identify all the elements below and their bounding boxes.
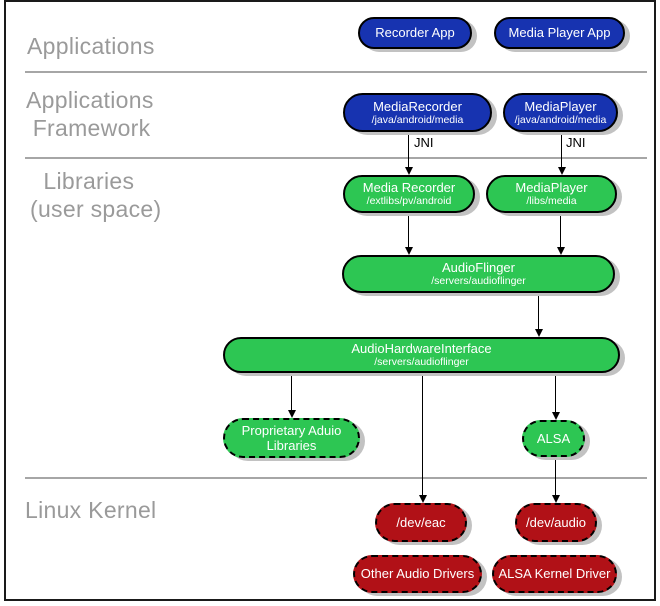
node-subtitle: /servers/audioflinger bbox=[374, 356, 469, 369]
node-title: Recorder App bbox=[375, 25, 455, 41]
node-subtitle: /java/android/media bbox=[514, 113, 607, 126]
node-title: ALSA Kernel Driver bbox=[498, 566, 611, 582]
mediaplayer-to-audioflinger-arrowhead-icon bbox=[556, 247, 565, 255]
mediaplayer-to-audioflinger-line bbox=[560, 213, 561, 249]
mediarecorder-to-audioflinger-arrowhead-icon bbox=[404, 247, 413, 255]
ahi-to-alsa bbox=[551, 373, 560, 420]
ahi-to-dev-eac-arrowhead-icon bbox=[418, 495, 427, 503]
layer-label-applications-framework: Applications Framework bbox=[26, 87, 154, 141]
node-subtitle: /java/android/media bbox=[371, 113, 464, 126]
node-title: Media Recorder bbox=[362, 180, 456, 196]
audioflinger-to-ahi-line bbox=[538, 293, 539, 331]
node-title: AudioFlinger bbox=[442, 260, 515, 276]
node-alsa-kernel-driver: ALSA Kernel Driver bbox=[492, 555, 617, 593]
mediaplayer-jni-arrow-arrowhead-icon bbox=[557, 167, 566, 175]
mediaplayer-to-audioflinger bbox=[556, 213, 565, 255]
node-media-recorder-library: Media Recorder/extlibs/pv/android bbox=[343, 175, 475, 213]
layer-divider-kernel bbox=[25, 477, 647, 479]
node-title: MediaPlayer bbox=[515, 180, 588, 196]
node-title: Proprietary Aduio bbox=[241, 423, 342, 439]
node-title: /dev/audio bbox=[526, 514, 586, 530]
ahi-to-alsa-arrowhead-icon bbox=[551, 412, 560, 420]
node-subtitle: /servers/audioflinger bbox=[431, 275, 526, 288]
mediarecorder-jni-arrow bbox=[404, 132, 413, 175]
alsa-to-dev-audio bbox=[551, 457, 560, 503]
ahi-to-alsa-line bbox=[555, 373, 556, 414]
ahi-to-proprietary bbox=[287, 373, 296, 418]
node-title-line2: Libraries bbox=[266, 437, 317, 453]
node-media-player-app: Media Player App bbox=[494, 17, 625, 49]
mediarecorder-to-audioflinger-line bbox=[408, 213, 409, 249]
audioflinger-to-ahi-arrowhead-icon bbox=[534, 329, 543, 337]
ahi-to-proprietary-line bbox=[291, 373, 292, 412]
mediaplayer-jni-arrow bbox=[557, 132, 566, 175]
node-dev-audio: /dev/audio bbox=[515, 503, 597, 542]
node-mediarecorder-framework: MediaRecorder/java/android/media bbox=[343, 93, 492, 132]
node-title: AudioHardwareInterface bbox=[351, 341, 492, 357]
alsa-to-dev-audio-arrowhead-icon bbox=[551, 495, 560, 503]
node-title: MediaPlayer bbox=[524, 98, 597, 114]
ahi-to-dev-eac bbox=[418, 373, 427, 503]
layer-label-linux-kernel: Linux Kernel bbox=[25, 497, 157, 523]
layer-divider-applications bbox=[25, 71, 647, 73]
node-subtitle: /extlibs/pv/android bbox=[366, 195, 452, 208]
layer-divider-framework bbox=[25, 157, 647, 159]
node-alsa: ALSA bbox=[522, 420, 585, 457]
node-title: ALSA bbox=[536, 430, 571, 446]
mediarecorder-to-audioflinger bbox=[404, 213, 413, 255]
node-title: Other Audio Drivers bbox=[360, 566, 475, 582]
layer-label-libraries-user-space: Libraries (user space) bbox=[30, 168, 162, 222]
node-dev-eac: /dev/eac bbox=[375, 503, 467, 542]
node-subtitle: /libs/media bbox=[526, 195, 577, 208]
jni-label-right: JNI bbox=[566, 135, 586, 150]
jni-label-left: JNI bbox=[414, 135, 434, 150]
node-recorder-app: Recorder App bbox=[358, 17, 472, 49]
mediarecorder-jni-arrow-arrowhead-icon bbox=[404, 167, 413, 175]
node-other-audio-drivers: Other Audio Drivers bbox=[353, 555, 482, 593]
mediarecorder-jni-arrow-line bbox=[408, 132, 409, 169]
node-mediaplayer-framework: MediaPlayer/java/android/media bbox=[503, 93, 618, 132]
node-title: Media Player App bbox=[508, 25, 611, 41]
ahi-to-dev-eac-line bbox=[422, 373, 423, 497]
ahi-to-proprietary-arrowhead-icon bbox=[287, 410, 296, 418]
alsa-to-dev-audio-line bbox=[555, 457, 556, 497]
node-mediaplayer-library: MediaPlayer/libs/media bbox=[486, 175, 617, 213]
node-audioflinger: AudioFlinger/servers/audioflinger bbox=[342, 255, 615, 293]
node-audiohardwareinterface: AudioHardwareInterface/servers/audioflin… bbox=[223, 337, 620, 373]
mediaplayer-jni-arrow-line bbox=[561, 132, 562, 169]
node-title: /dev/eac bbox=[396, 514, 446, 530]
node-title: MediaRecorder bbox=[373, 98, 462, 114]
audioflinger-to-ahi bbox=[534, 293, 543, 337]
layer-label-applications: Applications bbox=[27, 33, 155, 59]
